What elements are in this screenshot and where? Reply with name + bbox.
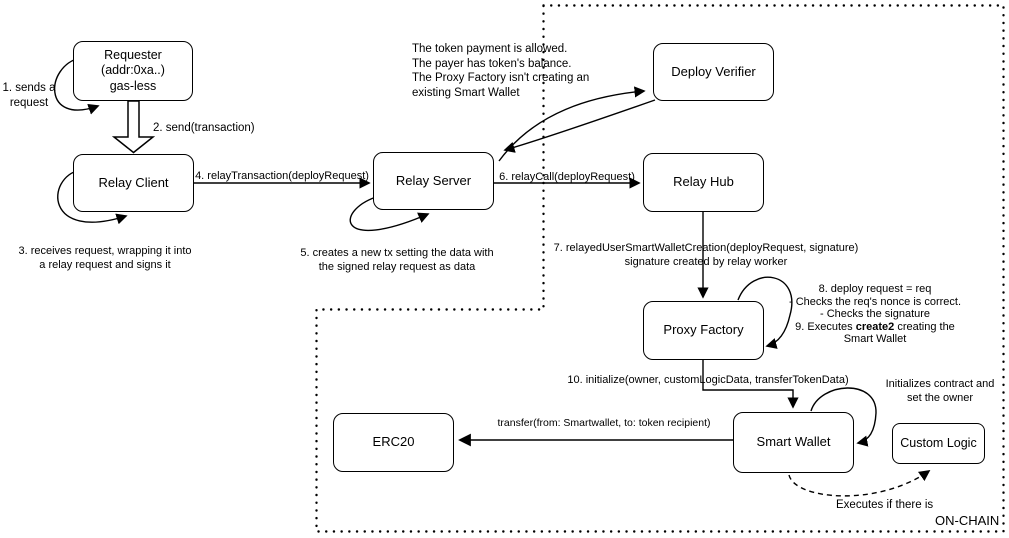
send-block-arrow: [111, 100, 156, 154]
node-requester: Requester (addr:0xa..) gas-less: [73, 41, 193, 101]
relay-client-self-loop: [57, 169, 128, 225]
label-verifier-note-line2: The payer has token's balance.: [412, 57, 572, 70]
label-step1-line2: request: [9, 96, 49, 109]
label-step8-line3: - Checks the signature: [819, 308, 931, 321]
label-step5: 5. creates a new tx setting the data wit…: [297, 246, 497, 274]
label-executes-note: Executes if there is: [836, 499, 934, 511]
label-step5-line2: the signed relay request as data: [318, 261, 476, 274]
label-step9-line1: 9. Executes create2 creating the: [795, 320, 955, 333]
node-relay-server: Relay Server: [373, 152, 494, 210]
node-custom-logic: Custom Logic: [892, 423, 985, 464]
label-init-note-line2: set the owner: [906, 391, 974, 404]
label-step5-line1: 5. creates a new tx setting the data wit…: [300, 247, 494, 259]
label-steps8-9: 8. deploy request = req - Checks the req…: [782, 283, 968, 346]
node-custom-logic-label: Custom Logic: [900, 435, 977, 450]
label-step7: 7. relayedUserSmartWalletCreation(deploy…: [550, 241, 862, 269]
node-relay-hub-label: Relay Hub: [673, 174, 734, 190]
node-requester-line3: gas-less: [109, 78, 157, 93]
label-step1-line1: 1. sends a: [2, 82, 56, 94]
label-step2: 2. send(transaction): [153, 122, 255, 134]
relay-server-self-loop: [349, 196, 430, 232]
node-deploy-verifier-label: Deploy Verifier: [671, 63, 756, 79]
node-smart-wallet: Smart Wallet: [733, 412, 854, 473]
label-step6: 6. relayCall(deployRequest): [499, 171, 635, 183]
node-smart-wallet-label: Smart Wallet: [756, 434, 831, 450]
node-proxy-factory-label: Proxy Factory: [663, 322, 744, 338]
label-init-note: Initializes contract and set the owner: [882, 378, 998, 405]
label-step1: 1. sends a request: [0, 81, 58, 110]
label-verifier-note-line1: The token payment is allowed.: [412, 43, 568, 55]
label-step3-line1: 3. receives request, wrapping it into: [18, 245, 192, 257]
label-verifier-note: The token payment is allowed. The payer …: [412, 42, 589, 100]
custom-logic-dashed-arrow: [788, 470, 931, 497]
node-relay-server-label: Relay Server: [395, 172, 472, 188]
smart-wallet-self-loop: [810, 387, 877, 447]
node-erc20: ERC20: [333, 413, 454, 472]
server-verifier-arrow-out: [498, 86, 646, 162]
label-verifier-note-line3: The Proxy Factory isn't creating an: [412, 72, 590, 84]
server-verifier-arrow-back: [503, 99, 656, 153]
initialize-arrow: [702, 360, 799, 409]
label-step7-line1: 7. relayedUserSmartWalletCreation(deploy…: [553, 242, 859, 254]
label-verifier-note-line4: existing Smart Wallet: [412, 86, 520, 99]
requester-self-loop: [53, 57, 100, 115]
node-relay-hub: Relay Hub: [643, 153, 764, 212]
label-step3-line2: a relay request and signs it: [39, 259, 171, 272]
label-step8-line2: - Checks the req's nonce is correct.: [788, 295, 962, 308]
label-step7-line2: signature created by relay worker: [624, 256, 788, 269]
node-relay-client-label: Relay Client: [98, 174, 169, 190]
create2-keyword: create2: [855, 320, 895, 333]
node-erc20-label: ERC20: [372, 434, 415, 450]
label-transfer: transfer(from: Smartwallet, to: token re…: [497, 417, 711, 429]
label-step3: 3. receives request, wrapping it into a …: [5, 244, 205, 272]
node-deploy-verifier: Deploy Verifier: [653, 43, 774, 101]
label-onchain: ON-CHAIN: [935, 513, 1000, 528]
label-init-note-line1: Initializes contract and: [885, 378, 995, 390]
node-proxy-factory: Proxy Factory: [643, 301, 764, 360]
label-step4: 4. relayTransaction(deployRequest): [195, 170, 369, 182]
node-relay-client: Relay Client: [73, 154, 194, 212]
proxy-factory-self-loop: [737, 276, 793, 349]
label-step8-line1: 8. deploy request = req: [818, 283, 932, 295]
node-requester-line2: (addr:0xa..): [101, 63, 165, 78]
label-step10: 10. initialize(owner, customLogicData, t…: [567, 374, 849, 386]
node-requester-line1: Requester: [104, 47, 162, 62]
label-step9-line2: Smart Wallet: [843, 333, 907, 346]
